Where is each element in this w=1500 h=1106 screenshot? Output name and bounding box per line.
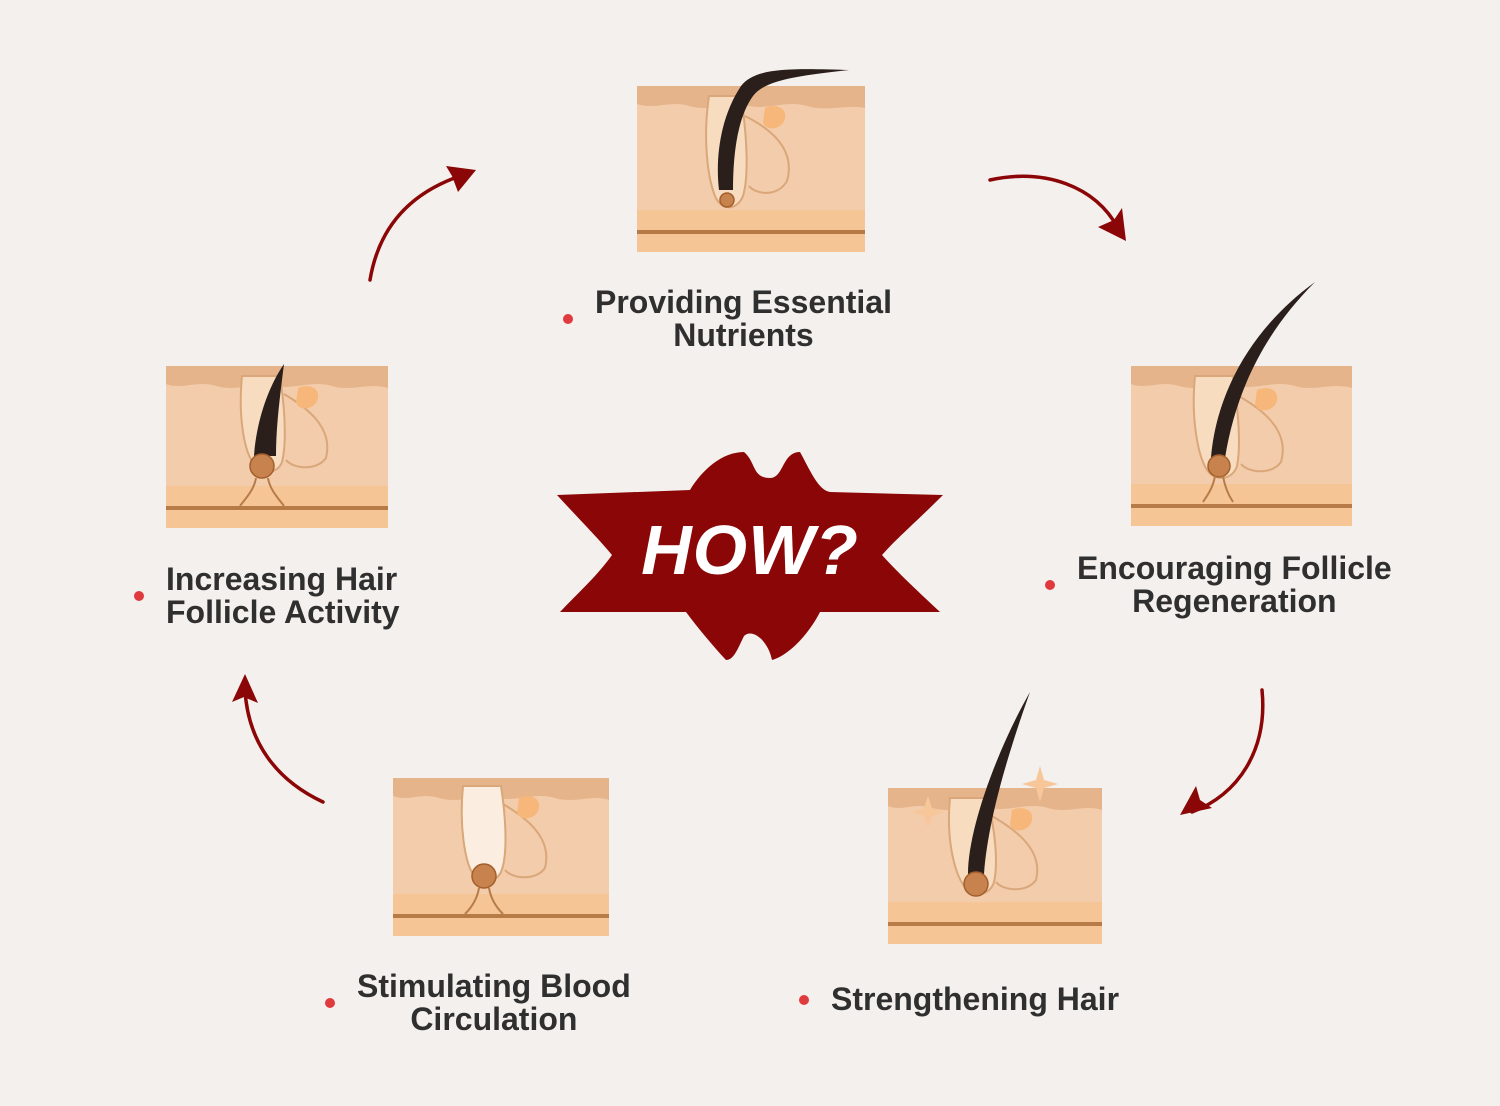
bullet-dot <box>799 994 809 1005</box>
arrow-to-circulation <box>243 688 325 804</box>
step-label-nutrients: Providing Essential Nutrients <box>563 286 892 352</box>
step-label-strengthening: Strengthening Hair <box>799 983 1119 1016</box>
step-label-text: Stimulating Blood Circulation <box>357 968 631 1037</box>
step-label-text: Encouraging Follicle Regeneration <box>1077 550 1392 619</box>
bullet-dot <box>1045 580 1055 590</box>
arrowhead-1 <box>446 166 476 192</box>
follicle-illustration-activity <box>166 364 388 528</box>
arrowhead-4 <box>232 674 258 703</box>
arrow-to-regeneration <box>988 174 1120 230</box>
follicle-illustration-regeneration <box>1131 282 1352 526</box>
center-how-text: HOW? <box>641 511 859 589</box>
bullet-dot <box>134 591 144 601</box>
arrowhead-3 <box>1180 786 1212 815</box>
step-label-text: Strengthening Hair <box>831 981 1120 1017</box>
bullet-dot <box>325 998 335 1008</box>
arrow-heads <box>232 166 1212 815</box>
step-label-circulation: Stimulating Blood Circulation <box>325 970 631 1036</box>
arrowhead-2 <box>1098 208 1126 241</box>
step-label-regeneration: Encouraging Follicle Regeneration <box>1045 552 1392 618</box>
follicle-illustration-strengthening <box>888 692 1102 944</box>
follicle-illustration-nutrients <box>637 69 865 252</box>
step-label-text: Increasing Hair Follicle Activity <box>166 561 400 630</box>
arrow-to-strengthening <box>1190 688 1265 814</box>
arrow-to-nutrients <box>368 174 462 282</box>
follicle-illustration-circulation <box>393 778 609 936</box>
bullet-dot <box>563 314 573 324</box>
how-burst-shape <box>557 452 943 660</box>
step-label-text: Providing Essential Nutrients <box>595 284 892 353</box>
step-label-activity: Increasing Hair Follicle Activity <box>134 563 400 629</box>
